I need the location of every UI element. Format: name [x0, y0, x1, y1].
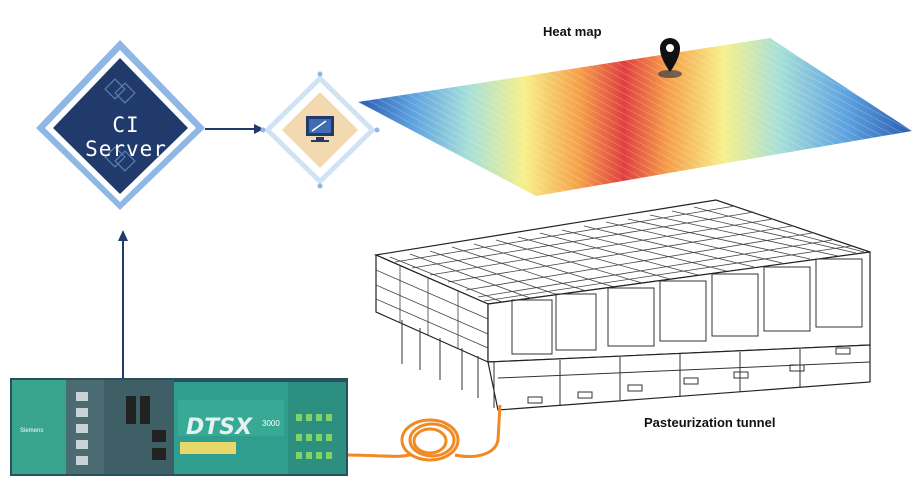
heat-map: [358, 38, 912, 196]
plc-controller: DTSX 3000 Siemens: [10, 378, 348, 476]
plc-small-text: Siemens: [20, 428, 43, 434]
fiber-cable: [347, 404, 502, 462]
map-pin-icon: [658, 38, 682, 78]
plc-output-module: [288, 382, 346, 474]
ci-server-label: CI Server: [85, 113, 167, 161]
arrow-ci-to-monitor: [205, 124, 264, 134]
monitor-icon: [306, 116, 334, 142]
pasteurization-tunnel: [373, 199, 871, 411]
heat-map-label: Heat map: [543, 24, 602, 39]
ci-server-inner-diamond: [53, 58, 188, 194]
ci-server-node: [36, 40, 205, 210]
arrow-plc-to-ci: [118, 230, 128, 380]
plc-power-module: [12, 380, 66, 474]
ci-server-pattern: [104, 78, 136, 172]
tunnel-base: [487, 344, 871, 411]
plc-model-text: 3000: [262, 419, 280, 428]
monitor-node-dots: [260, 71, 380, 189]
pasteurization-tunnel-label: Pasteurization tunnel: [644, 415, 776, 430]
plc-display: [180, 442, 236, 454]
plc-brand-text: DTSX: [186, 415, 253, 440]
tunnel-top-grid: [389, 205, 865, 303]
monitor-node: [260, 71, 380, 189]
